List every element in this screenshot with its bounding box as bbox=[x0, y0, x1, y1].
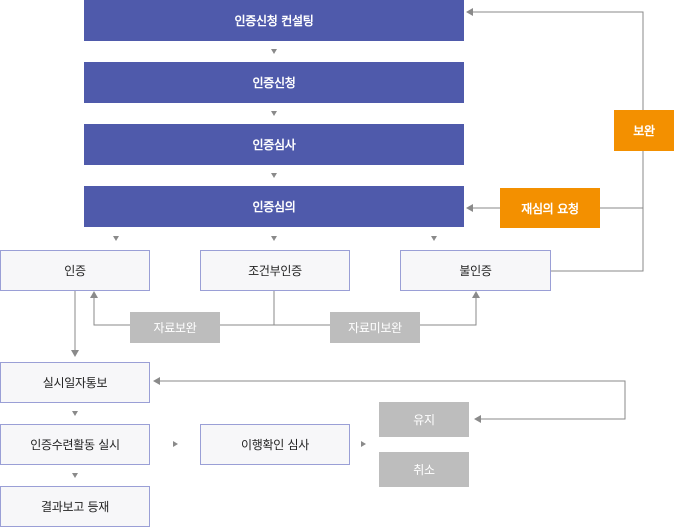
down-arrow-icon bbox=[271, 173, 277, 178]
arrowhead-report bbox=[71, 350, 79, 357]
step-compliance-review: 이행확인 심사 bbox=[200, 424, 350, 465]
arrowhead-certified bbox=[90, 291, 98, 298]
outcome-certified: 인증 bbox=[0, 250, 150, 291]
down-arrow-icon bbox=[271, 49, 277, 54]
step-consulting: 인증신청 컨설팅 bbox=[84, 0, 464, 41]
arrowhead-maintain bbox=[474, 415, 481, 423]
down-arrow-icon bbox=[271, 236, 277, 241]
action-re-review-request: 재심의 요청 bbox=[500, 188, 600, 228]
step-review: 인증심사 bbox=[84, 124, 464, 165]
arrowhead-rejected bbox=[472, 291, 480, 298]
step-report-publish: 결과보고 등재 bbox=[0, 486, 150, 527]
result-cancel: 취소 bbox=[379, 452, 469, 487]
outcome-conditional: 조건부인증 bbox=[200, 250, 350, 291]
right-arrow-icon bbox=[361, 441, 366, 447]
arrowhead-re-review bbox=[466, 204, 473, 212]
action-supplement: 보완 bbox=[614, 110, 674, 151]
right-arrow-icon bbox=[173, 441, 178, 447]
maintain-loop-line bbox=[160, 380, 626, 420]
down-arrow-icon bbox=[113, 236, 119, 241]
down-arrow-icon bbox=[72, 411, 78, 416]
step-implementation: 인증수련활동 실시 bbox=[0, 424, 150, 465]
step-application: 인증신청 bbox=[84, 62, 464, 103]
down-arrow-icon bbox=[72, 473, 78, 478]
down-arrow-icon bbox=[431, 236, 437, 241]
result-maintain: 유지 bbox=[379, 402, 469, 437]
label-data-supplemented: 자료보완 bbox=[130, 312, 220, 343]
outcome-rejected: 불인증 bbox=[400, 250, 551, 291]
down-arrow-icon bbox=[271, 111, 277, 116]
arrowhead-consulting bbox=[466, 8, 473, 16]
step-deliberation: 인증심의 bbox=[84, 186, 464, 227]
label-data-not-supplemented: 자료미보완 bbox=[330, 312, 420, 343]
arrowhead-report-return bbox=[153, 377, 160, 385]
step-report: 실시일자통보 bbox=[0, 362, 150, 403]
